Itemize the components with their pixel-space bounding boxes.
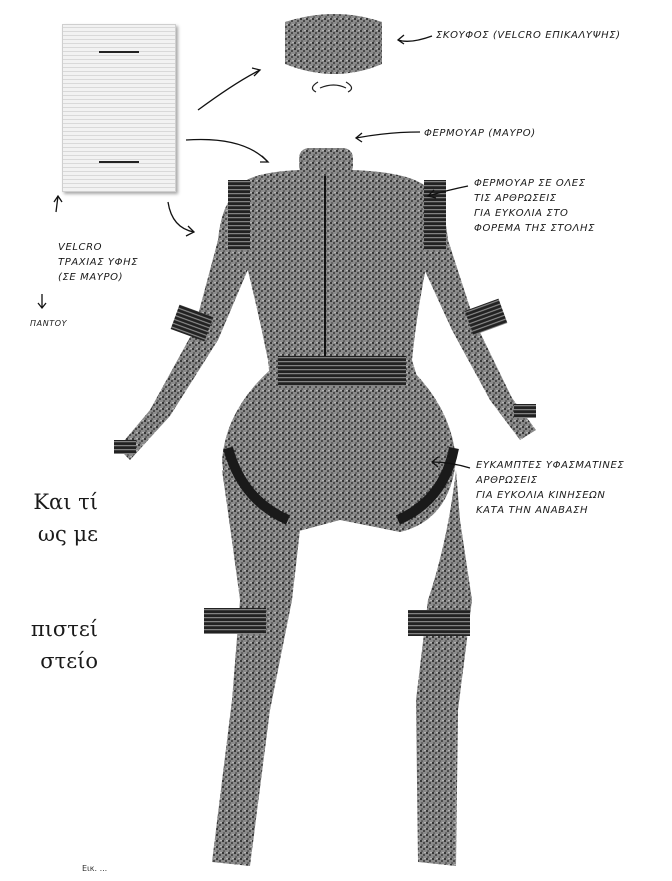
- note-line: ΦΟΡΕΜΑ ΤΗΣ ΣΤΟΛΗΣ: [474, 221, 595, 236]
- body-text-fragment: Και τί: [0, 488, 98, 516]
- hood-drawing: [285, 14, 382, 92]
- note-line: ΦΕΡΜΟΥΑΡ ΣΕ ΟΛΕΣ: [474, 176, 595, 191]
- figure-caption: Εικ. ...: [82, 864, 107, 873]
- note-line: (ΣΕ ΜΑΥΡΟ): [58, 270, 138, 285]
- note-line: ΤΡΑΧΙΑΣ ΥΦΗΣ: [58, 255, 138, 270]
- joints-zipper-note: ΦΕΡΜΟΥΑΡ ΣΕ ΟΛΕΣ ΤΙΣ ΑΡΘΡΩΣΕΙΣ ΓΙΑ ΕΥΚΟΛ…: [474, 176, 595, 236]
- hood-label: ΣΚΟΥΦΟΣ (VELCRO ΕΠΙΚΑΛΥΨΗΣ): [436, 28, 621, 43]
- note-line: ΓΙΑ ΕΥΚΟΛΙΑ ΚΙΝΗΣΕΩΝ: [476, 488, 624, 503]
- velcro-note: VELCRO ΤΡΑΧΙΑΣ ΥΦΗΣ (ΣΕ ΜΑΥΡΟ): [58, 240, 138, 285]
- velcro-swatch: [62, 24, 176, 192]
- body-text-fragment: πιστεί: [0, 615, 98, 643]
- note-line: ΕΥΚΑΜΠΤΕΣ ΥΦΑΣΜΑΤΙΝΕΣ: [476, 458, 624, 473]
- zipper-label: ΦΕΡΜΟΥΑΡ (ΜΑΥΡΟ): [424, 126, 536, 141]
- note-line: VELCRO: [58, 240, 138, 255]
- body-text-fragment: στείο: [0, 647, 98, 675]
- swatch-stitch-bottom: [99, 161, 139, 163]
- note-line: ΚΑΤΑ ΤΗΝ ΑΝΑΒΑΣΗ: [476, 503, 624, 518]
- swatch-stitch-top: [99, 51, 139, 53]
- note-line: ΑΡΘΡΩΣΕΙΣ: [476, 473, 624, 488]
- body-text-fragment: ως με: [0, 520, 98, 548]
- note-line: ΓΙΑ ΕΥΚΟΛΙΑ ΣΤΟ: [474, 206, 595, 221]
- everywhere-label: ΠΑΝΤΟΥ: [30, 316, 67, 331]
- flexible-joints-note: ΕΥΚΑΜΠΤΕΣ ΥΦΑΣΜΑΤΙΝΕΣ ΑΡΘΡΩΣΕΙΣ ΓΙΑ ΕΥΚΟ…: [476, 458, 624, 518]
- note-line: ΤΙΣ ΑΡΘΡΩΣΕΙΣ: [474, 191, 595, 206]
- suit-figure: [114, 148, 536, 866]
